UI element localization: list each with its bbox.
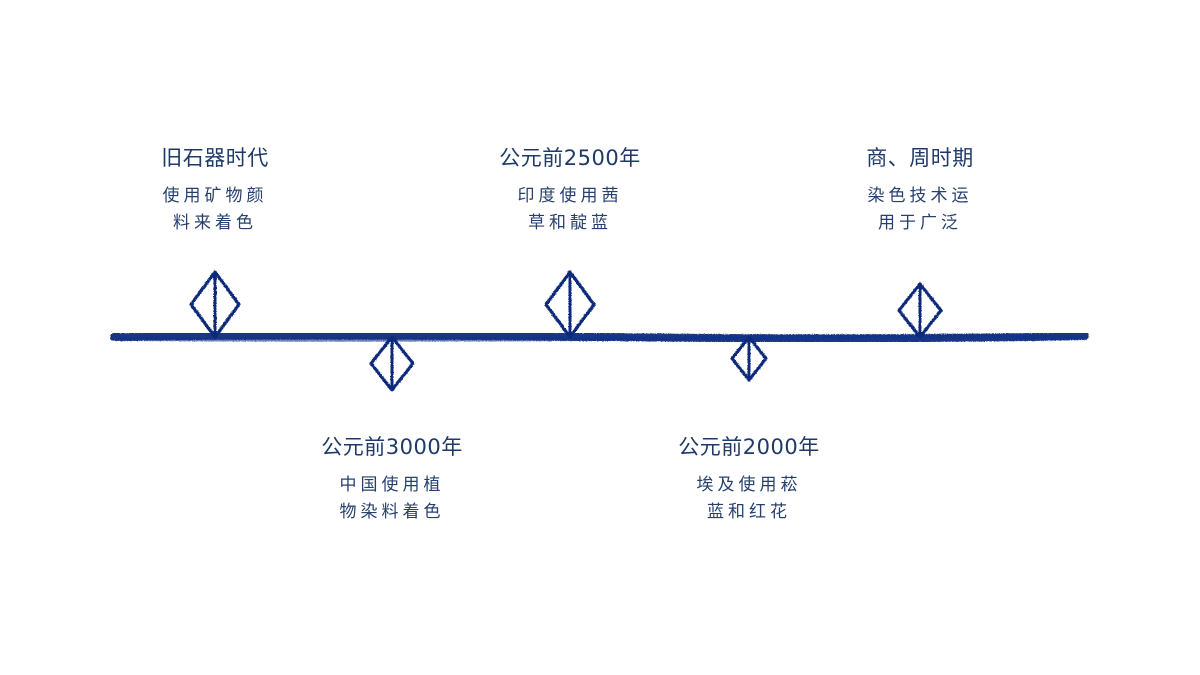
diamond-marker-icon <box>369 335 415 392</box>
event-description: 埃及使用菘 蓝和红花 <box>649 472 849 526</box>
timeline-markers <box>189 270 943 392</box>
event-title: 公元前2500年 <box>499 146 641 170</box>
event-title: 公元前2000年 <box>678 435 820 459</box>
diamond-marker-icon <box>544 270 596 339</box>
event-description-line: 埃及使用菘 <box>696 475 802 495</box>
event-description-line: 物染料着色 <box>339 502 445 522</box>
diamond-marker-icon <box>897 282 943 339</box>
event-2000bc: 公元前2000年 埃及使用菘 蓝和红花 <box>649 434 849 526</box>
diamond-marker-icon <box>730 335 768 382</box>
event-description-line: 使用矿物颜 <box>162 186 268 206</box>
event-description: 中国使用植 物染料着色 <box>292 472 492 526</box>
event-paleolithic: 旧石器时代 使用矿物颜 料来着色 <box>115 145 315 237</box>
event-title: 商、周时期 <box>866 146 974 170</box>
event-description: 使用矿物颜 料来着色 <box>115 183 315 237</box>
event-description-line: 料来着色 <box>173 213 257 233</box>
timeline-axis <box>110 331 1089 343</box>
event-3000bc: 公元前3000年 中国使用植 物染料着色 <box>292 434 492 526</box>
event-description-line: 用于广泛 <box>878 213 962 233</box>
diamond-marker-icon <box>189 270 241 339</box>
event-shang-zhou: 商、周时期 染色技术运 用于广泛 <box>820 145 1020 237</box>
event-description-line: 印度使用茜 <box>517 186 623 206</box>
event-description-line: 蓝和红花 <box>707 502 791 522</box>
event-description-line: 草和靛蓝 <box>528 213 612 233</box>
event-2500bc: 公元前2500年 印度使用茜 草和靛蓝 <box>470 145 670 237</box>
event-description: 印度使用茜 草和靛蓝 <box>470 183 670 237</box>
event-description-line: 染色技术运 <box>867 186 973 206</box>
event-description-line: 中国使用植 <box>339 475 445 495</box>
event-title: 旧石器时代 <box>161 146 269 170</box>
event-title: 公元前3000年 <box>321 435 463 459</box>
event-description: 染色技术运 用于广泛 <box>820 183 1020 237</box>
